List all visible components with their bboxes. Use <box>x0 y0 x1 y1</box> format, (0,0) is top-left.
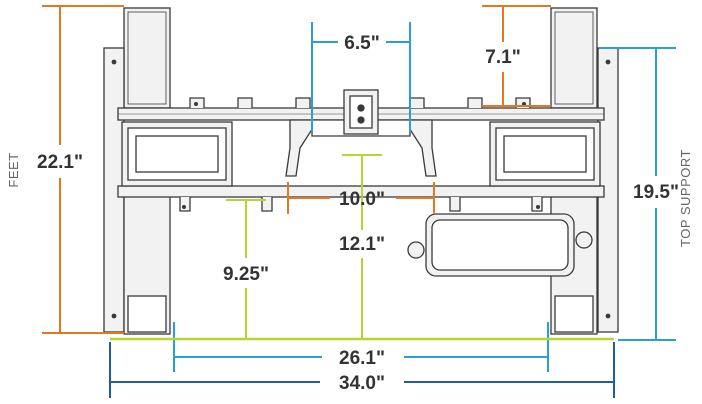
dimension-lines <box>42 5 676 398</box>
left-height-value: 9.25" <box>223 264 269 285</box>
top-support-value: 19.5" <box>633 182 679 203</box>
upper-offset-value: 7.1" <box>485 47 520 68</box>
left-height-dimension <box>226 199 266 338</box>
crossbar-width-value: 6.5" <box>344 33 379 54</box>
overall-width-dimension <box>109 342 615 398</box>
feet-side-label: FEET <box>6 152 21 187</box>
top-support-dimension <box>600 47 676 341</box>
top-support-side-label: TOP SUPPORT <box>678 149 693 247</box>
desk-frame <box>103 7 619 335</box>
feet-value: 22.1" <box>37 152 83 173</box>
center-height-value: 12.1" <box>339 234 385 255</box>
brace-width-value: 10.0" <box>339 189 385 210</box>
inner-width-dimension <box>173 322 549 372</box>
inner-width-value: 26.1" <box>339 348 385 369</box>
right-column-upper <box>550 7 598 109</box>
left-column-upper <box>123 7 171 109</box>
brace-width-dimension <box>287 182 435 214</box>
crossbar-width-dimension <box>311 22 411 132</box>
dimension-labels: 22.1" 19.5" 6.5" 7.1" 10.0" 12.1" 9.25" … <box>37 33 679 394</box>
overall-width-value: 34.0" <box>339 373 385 394</box>
upper-offset-dimension <box>482 5 551 107</box>
feet-dimension <box>42 5 124 334</box>
center-height-dimension <box>342 154 382 338</box>
